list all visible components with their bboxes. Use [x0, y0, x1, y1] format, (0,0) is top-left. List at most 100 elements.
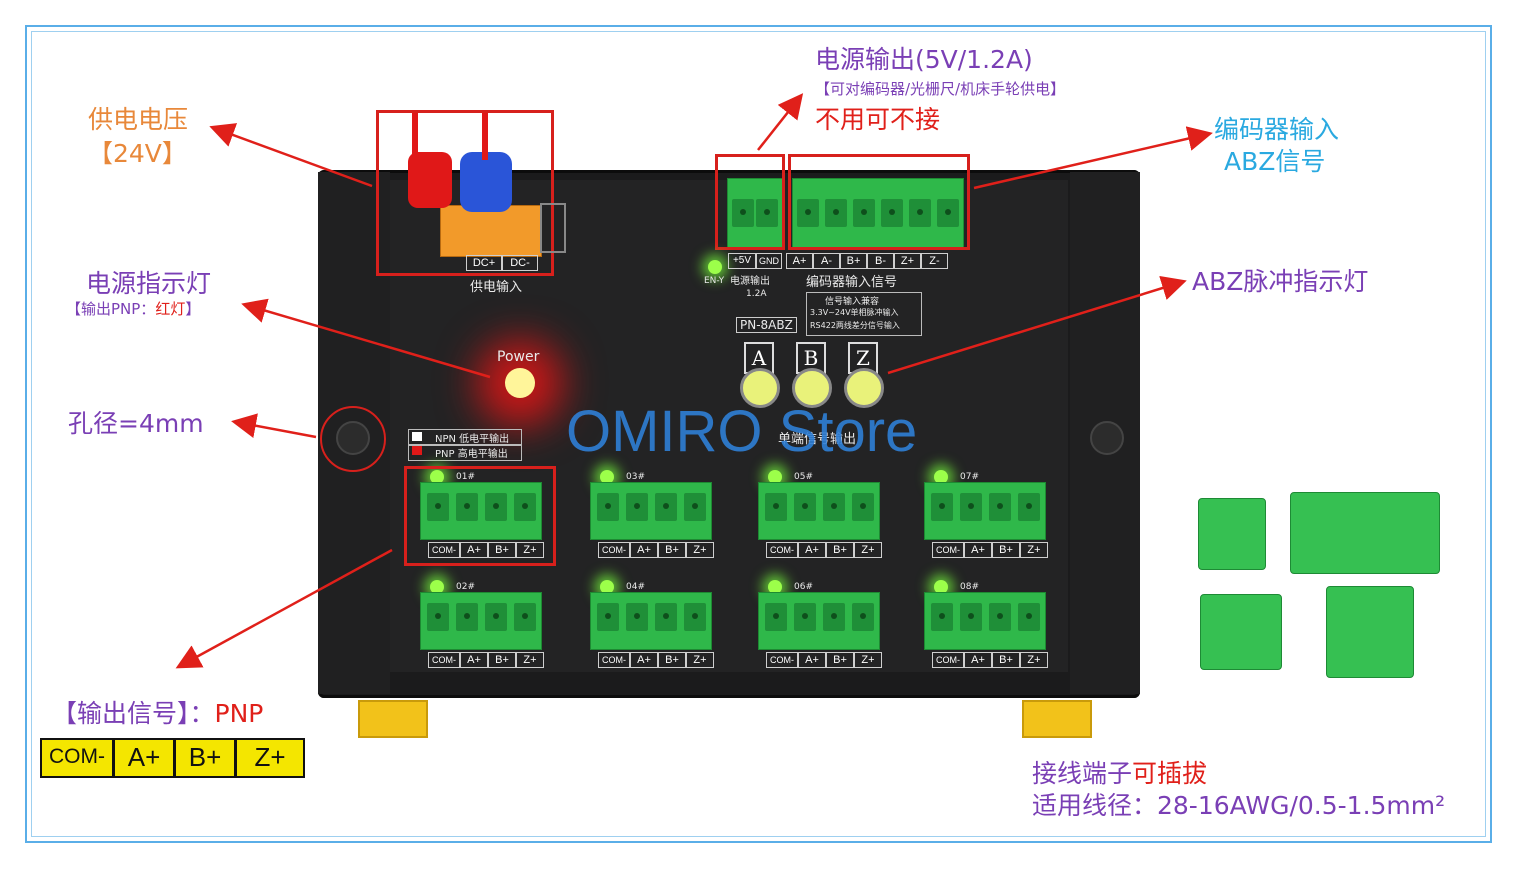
- supply-input-label: 供电输入: [470, 280, 523, 295]
- channel-id: 07#: [960, 472, 979, 482]
- dc-plus-label: DC+: [466, 255, 502, 271]
- channel-led: [934, 470, 948, 484]
- channel-pin-labels: COM-A+B+Z+: [598, 542, 714, 558]
- channel-pin-label: A+: [798, 542, 826, 558]
- encoder-pin: B+: [840, 253, 867, 269]
- npn-legend-text: NPN 低电平输出: [408, 429, 522, 446]
- encoder-pin: Z-: [921, 253, 948, 269]
- channel-terminal: [924, 592, 1046, 650]
- channel-led: [430, 580, 444, 594]
- abz-indicator-label: ABZ脉冲指示灯: [1192, 267, 1369, 296]
- signal-compat-header: 信号输入兼容: [825, 297, 880, 307]
- abz-led-b: [792, 368, 832, 408]
- channel-pin-label: A+: [798, 652, 826, 668]
- mounting-hole-right: [1090, 421, 1124, 455]
- channel-led: [600, 470, 614, 484]
- channel-pin-labels: COM-A+B+Z+: [766, 542, 882, 558]
- channel-pin-label: COM-: [428, 542, 460, 558]
- terminal-pluggable-prefix: 接线端子: [1032, 759, 1133, 788]
- power-indicator-title: 电源指示灯: [86, 269, 212, 298]
- channel-pin-label: Z+: [854, 542, 882, 558]
- channel-pin-label: COM-: [766, 542, 798, 558]
- supply-voltage-title: 供电电压: [88, 105, 189, 134]
- channel-pin-label: B+: [658, 652, 686, 668]
- channel-pin-label: B+: [658, 542, 686, 558]
- inner-frame: [31, 31, 1486, 837]
- output-signal-value: PNP: [214, 699, 264, 728]
- legend-com: COM-: [42, 740, 112, 776]
- channel-terminal: [924, 482, 1046, 540]
- channel-id: 04#: [626, 582, 645, 592]
- arrow-hole: [231, 413, 317, 439]
- legend-z: Z+: [237, 740, 303, 776]
- channel-terminal: [758, 482, 880, 540]
- gnd-label: GND: [756, 253, 782, 269]
- supply-pin-labels: DC+ DC-: [466, 255, 538, 271]
- channel-pin-labels: COM-A+B+Z+: [766, 652, 882, 668]
- channel-pin-label: A+: [460, 652, 488, 668]
- legend-b: B+: [176, 740, 234, 776]
- encoder-pin: A-: [813, 253, 840, 269]
- abz-led-z: [844, 368, 884, 408]
- en-led: [708, 260, 722, 274]
- channel-pin-label: COM-: [598, 652, 630, 668]
- encoder-input-title: 编码器输入: [1214, 115, 1340, 144]
- channel-pin-label: COM-: [428, 652, 460, 668]
- power-out-label: 电源输出: [730, 276, 770, 287]
- output-signal-label: 【输出信号】：: [52, 699, 215, 728]
- mounting-hole-highlight: [320, 406, 386, 472]
- channel-pin-label: A+: [964, 542, 992, 558]
- single-end-output-label: 单端信号输出: [778, 432, 857, 447]
- channel-pin-label: Z+: [686, 652, 714, 668]
- output-signal-row: 【输出信号】：PNP: [52, 694, 263, 730]
- channel-terminal: [420, 592, 542, 650]
- encoder-input-highlight: [788, 154, 970, 250]
- power-text: Power: [497, 349, 540, 365]
- power-output-optional: 不用可不接: [815, 105, 941, 134]
- channel-id: 01#: [456, 472, 475, 482]
- signal-compat-line2: RS422两线差分信号输入: [810, 321, 900, 330]
- channel-pin-label: B+: [488, 652, 516, 668]
- power-indicator-note-suffix: 】: [185, 300, 201, 318]
- outer-frame: [25, 25, 1492, 843]
- channel-pin-labels: COM-A+B+Z+: [428, 652, 544, 668]
- channel-pin-label: B+: [826, 542, 854, 558]
- encoder-pin: B-: [867, 253, 894, 269]
- dc-minus-label: DC-: [502, 255, 538, 271]
- channel-led: [934, 580, 948, 594]
- channel-led: [430, 470, 444, 484]
- wire-gauge-label: 适用线径：28-16AWG/0.5-1.5mm²: [1032, 791, 1446, 820]
- arrow-power-output: [757, 93, 804, 151]
- watermark: OMIRO Store: [566, 399, 918, 464]
- plus5v-label: +5V: [728, 253, 756, 269]
- channel-pin-label: B+: [992, 542, 1020, 558]
- channel-id: 06#: [794, 582, 813, 592]
- power-output-note: 【可对编码器/光栅尺/机床手轮供电】: [815, 80, 1066, 98]
- channel-terminal: [758, 592, 880, 650]
- abz-led-a: [740, 368, 780, 408]
- power-led: [505, 368, 535, 398]
- encoder-input-terminal: [792, 178, 964, 248]
- arrow-supply-voltage: [209, 123, 373, 188]
- channel-id: 08#: [960, 582, 979, 592]
- channel-id: 03#: [626, 472, 645, 482]
- terminal-pluggable-red: 可插拔: [1132, 759, 1208, 788]
- din-clip-left: [358, 700, 428, 738]
- channel-pin-label: B+: [992, 652, 1020, 668]
- model-label: PN-8ABZ: [736, 317, 797, 333]
- device-front-panel: [390, 180, 1068, 672]
- power-output-terminal: [727, 178, 783, 248]
- terminal-pluggable: 接线端子可插拔: [1032, 754, 1207, 790]
- channel-led: [600, 580, 614, 594]
- channel-pin-label: Z+: [516, 652, 544, 668]
- arrow-encoder-input: [973, 126, 1213, 190]
- channel-pin-label: A+: [630, 652, 658, 668]
- encoder-pin-labels: A+ A- B+ B- Z+ Z-: [786, 253, 948, 269]
- supply-voltage-value: 【24V】: [88, 139, 187, 168]
- channel-pin-label: A+: [630, 542, 658, 558]
- encoder-input-signal-label: 编码器输入信号: [806, 275, 898, 290]
- channel-pin-label: COM-: [766, 652, 798, 668]
- encoder-pin: Z+: [894, 253, 921, 269]
- channel-led: [768, 580, 782, 594]
- en-label: EN-Y: [704, 276, 725, 286]
